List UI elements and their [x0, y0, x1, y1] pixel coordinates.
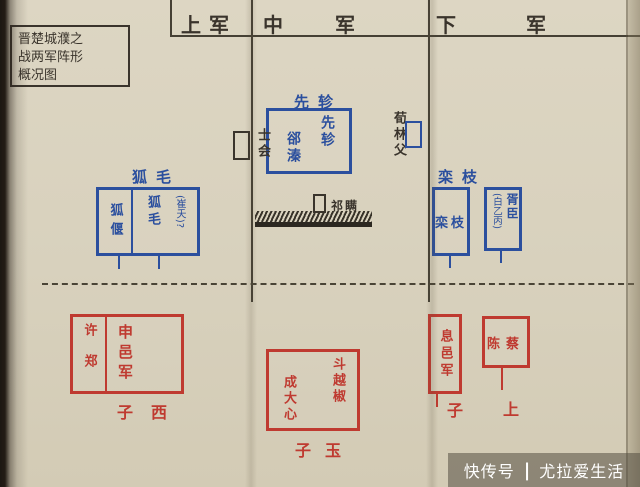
title-line-3: 概况图 — [18, 68, 58, 84]
pole-stub — [158, 256, 160, 269]
xunlinfu-unit-box — [405, 121, 422, 148]
xiyi-army-box: 息邑军 — [428, 314, 462, 394]
xiyi-army-name: 息邑军 — [437, 328, 453, 380]
jin-center-commander: 先轸 — [319, 115, 335, 149]
shihui-unit-box — [233, 131, 250, 160]
chencai-name: 陈蔡 — [486, 336, 525, 352]
pole-stub — [436, 394, 438, 407]
title-line-2: 战两军阵形 — [18, 50, 84, 66]
cuiyao-note: (崔夭)? — [174, 195, 185, 229]
pole-stub — [118, 256, 120, 269]
chu-right-caption-right: 上 — [503, 400, 520, 419]
chu-left-cell-right: 申邑军 — [107, 317, 181, 391]
chu-right-caption-left: 子 — [447, 401, 464, 420]
column-divider-upper-middle — [251, 0, 253, 302]
pole-stub — [500, 251, 502, 263]
jin-left-wing-box: 狐偃 狐毛 (崔夭)? — [96, 187, 200, 256]
pole-stub — [501, 368, 503, 390]
xuchen-name: 胥臣 — [505, 193, 519, 221]
jin-center-box: 先轸 郤溱 — [266, 108, 352, 174]
header-left-divider — [170, 0, 172, 37]
watermark-brand: 快传号 — [463, 462, 515, 481]
douyuejiao-name: 斗越椒 — [330, 357, 345, 405]
page-edge-shade — [628, 0, 640, 487]
qimian-label: 祁瞒 — [331, 199, 360, 213]
shenyi-army-name: 申邑军 — [116, 324, 134, 384]
xuzheng-name: 许郑 — [81, 323, 97, 385]
luanzhi-name: 栾枝 — [435, 216, 468, 231]
humao-name: 狐毛 — [145, 195, 160, 229]
jin-left-wing-cell-left: 狐偃 — [99, 190, 133, 253]
chu-center-box: 斗越椒 成大心 — [266, 349, 360, 431]
xuchen-text-wrap: 胥臣 (白乙丙) — [487, 190, 524, 248]
header-rule — [170, 35, 640, 37]
column-divider-middle-lower — [428, 0, 430, 302]
header-label-lower-army: 下军 — [436, 13, 616, 37]
header-label-upper-army: 上军 — [181, 13, 237, 37]
chengdaxin-name: 成大心 — [281, 375, 296, 423]
watermark-divider: | — [523, 459, 531, 481]
jin-left-wing-cell-right: 狐毛 (崔夭)? — [133, 190, 197, 253]
shihui-label: 士会 — [255, 128, 270, 160]
xuchen-note: (白乙丙) — [491, 193, 502, 229]
huyan-name: 狐偃 — [107, 202, 123, 241]
page-edge-line — [626, 0, 628, 487]
pole-stub — [449, 256, 451, 268]
chu-center-caption: 子玉 — [295, 441, 356, 460]
luanzhi-box: 栾枝 — [432, 187, 470, 256]
dashed-front-line — [42, 283, 634, 285]
watermark-name: 尤拉爱生活 — [539, 462, 625, 481]
jin-center-label: 先轸 — [294, 93, 343, 111]
xuchen-box: 胥臣 (白乙丙) — [484, 187, 522, 251]
chu-left-caption: 子西 — [117, 403, 186, 422]
title-line-1: 晋楚城濮之 — [18, 32, 84, 47]
jin-left-wing-label: 狐毛 — [132, 168, 181, 186]
watermark-banner: 快传号 | 尤拉爱生活 — [448, 453, 640, 487]
jin-right-wing-label: 栾枝 — [438, 168, 487, 186]
chencai-box: 陈蔡 — [482, 316, 530, 368]
xunlinfu-label: 荀林父 — [391, 111, 406, 159]
header-label-middle-army: 中军 — [263, 13, 407, 37]
jin-center-deputy: 郤溱 — [285, 131, 301, 165]
hatch-obstacle-icon — [255, 211, 372, 227]
title-box: 晋楚城濮之 战两军阵形 概况图 — [10, 25, 130, 87]
chu-left-box: 许郑 申邑军 — [70, 314, 184, 394]
chu-left-cell-left: 许郑 — [73, 317, 107, 391]
